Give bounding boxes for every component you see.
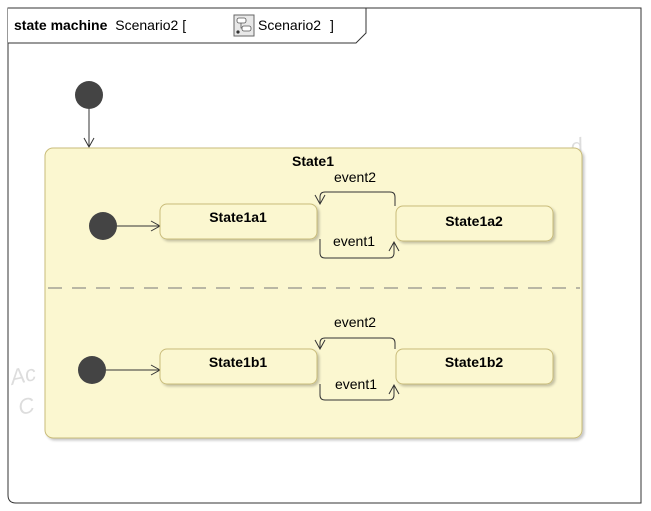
state1a2-label: State1a2 [445,213,503,229]
transition-event2-b[interactable]: event2 [314,314,396,351]
composite-state-state1[interactable]: State1 [44,147,583,439]
state-state1b2[interactable]: State1b2 [395,348,554,385]
state1-name: State1 [292,153,334,169]
svg-text:state machine Scenario2: state machine Scenario2 [ [14,17,186,33]
frame-open-bracket: [ [182,17,186,33]
region-a: State1a1 State1a2 event2 event1 [89,169,554,259]
frame-close-bracket: ] [330,17,334,33]
region-a-initial-node[interactable] [89,212,117,240]
frame-keyword: state machine [14,17,108,33]
initial-node[interactable] [75,81,103,109]
diagram-frame: state machine Scenario2 [ Scenario2 ] [7,7,642,504]
transition-event2-a-label: event2 [334,169,376,185]
frame-context-name: Scenario2 [258,17,321,33]
state-machine-icon [233,14,255,37]
transition-event1-b[interactable]: event1 [319,376,400,401]
state-state1a2[interactable]: State1a2 [395,205,554,242]
frame-header-tab [8,7,367,44]
transition-event1-a[interactable]: event1 [319,233,400,259]
svg-text:C: C [16,392,37,420]
region-b-initial-node[interactable] [78,356,106,384]
state1b2-label: State1b2 [445,354,504,370]
transition-event1-b-label: event1 [335,376,377,392]
frame-name: Scenario2 [115,17,178,33]
svg-text:Scenario2 ]: Scenario2 ] [258,17,334,33]
region-b: State1b1 State1b2 event2 event1 [78,314,554,401]
state-state1a1[interactable]: State1a1 [159,203,318,240]
state1a1-label: State1a1 [209,209,267,225]
state1b1-label: State1b1 [209,354,268,370]
transition-event1-a-label: event1 [333,233,375,249]
state-state1b1[interactable]: State1b1 [159,348,318,385]
transition-event2-a[interactable]: event2 [314,169,396,206]
transition-event2-b-label: event2 [334,314,376,330]
svg-text:Ac: Ac [6,360,38,390]
